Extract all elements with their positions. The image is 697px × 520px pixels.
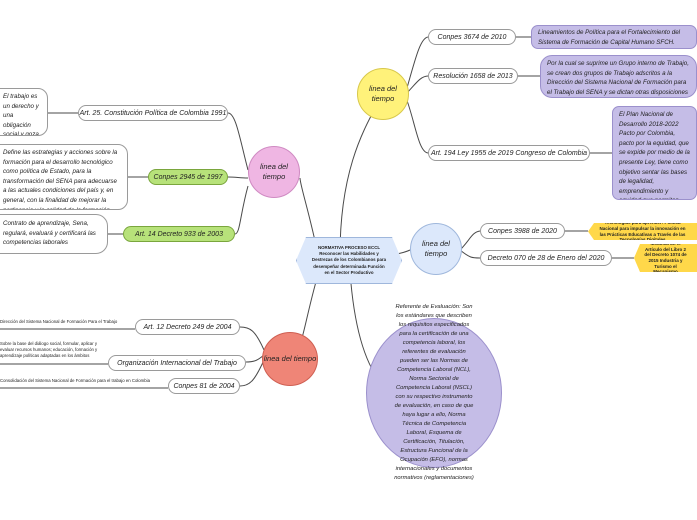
note-art-25-text: El trabajo es un derecho y una obligació… — [3, 93, 41, 136]
note-art-12-decreto-249: Dirección del Sistema Nacional de Formac… — [0, 319, 134, 328]
topic-conpes-2945[interactable]: Conpes 2945 de 1997 — [148, 169, 228, 185]
topic-art-14-label: Art. 14 Decreto 933 de 2003 — [135, 230, 223, 238]
note-decreto-070[interactable]: Modifica un el Artículo del Libro 2 del … — [634, 244, 697, 272]
note-art-25-constitucion[interactable]: El trabajo es un derecho y una obligació… — [0, 88, 48, 136]
topic-conpes-81[interactable]: Conpes 81 de 2004 — [168, 378, 240, 394]
topic-conpes-2945-label: Conpes 2945 de 1997 — [153, 173, 223, 181]
branch-mid-right-label: linea del tiempo — [422, 238, 450, 258]
note-conpes-81: Consolidación del Sistema Nacional de Fo… — [0, 378, 168, 387]
branch-mid-right[interactable]: linea del tiempo — [410, 223, 462, 275]
topic-art-12-decreto-249[interactable]: Art. 12 Decreto 249 de 2004 — [135, 319, 240, 335]
topic-resolucion-1658-label: Resolución 1658 de 2013 — [433, 72, 513, 80]
note-art-12-text: Dirección del Sistema Nacional de Formac… — [0, 319, 118, 324]
note-art-194-text: El Plan Nacional de Desarrollo 2018-2022… — [619, 111, 690, 199]
note-organizacion-internacional: Sobre la base del diálogo social, formul… — [0, 341, 106, 363]
note-art-14-text: Contrato de aprendizaje, Sena, regulará,… — [3, 220, 96, 247]
branch-left-top-label: linea del tiempo — [260, 161, 288, 181]
topic-art-25-constitucion[interactable]: Art. 25. Constitución Política de Colomb… — [78, 105, 228, 121]
topic-art-194-label: Art. 194 Ley 1955 de 2019 Congreso de Co… — [430, 149, 588, 157]
connector-lb-3 — [239, 359, 265, 387]
branch-top-right[interactable]: linea del tiempo — [357, 68, 409, 120]
central-topic-text: NORMATIVA PROCESO ECCL Reconocer las Hab… — [311, 244, 387, 276]
note-resolucion-1658-text: Por la cual se suprime un Grupo interno … — [547, 60, 689, 96]
connector-lt-3 — [234, 185, 249, 235]
connector-lt-1 — [227, 112, 249, 171]
topic-conpes-3988[interactable]: Conpes 3988 de 2020 — [480, 223, 565, 239]
topic-decreto-070-label: Decreto 070 de 28 de Enero del 2020 — [487, 254, 605, 262]
topic-conpes-3674-label: Conpes 3674 de 2010 — [437, 33, 507, 41]
topic-art-14-decreto-933[interactable]: Art. 14 Decreto 933 de 2003 — [123, 226, 235, 242]
note-decreto-070-text: Modifica un el Artículo del Libro 2 del … — [644, 241, 687, 275]
connector-tr-1 — [404, 36, 429, 96]
branch-left-top[interactable]: linea del tiempo — [248, 146, 300, 198]
referente-evaluacion-text: Referente de Evaluación: Son los estánda… — [394, 304, 474, 481]
topic-resolucion-1658[interactable]: Resolución 1658 de 2013 — [428, 68, 518, 84]
topic-conpes-3988-label: Conpes 3988 de 2020 — [488, 227, 557, 235]
connector-tr-3 — [404, 94, 429, 154]
branch-left-bottom[interactable]: linea del tiempo — [262, 332, 318, 386]
note-oit-text: Sobre la base del diálogo social, formul… — [0, 341, 98, 358]
topic-organizacion-internacional[interactable]: Organización Internacional del Trabajo — [108, 355, 246, 371]
note-conpes-3988[interactable]: Tecnologías para aprender: Política Naci… — [588, 223, 697, 240]
connector-mr-2 — [459, 249, 481, 259]
topic-art-25-label: Art. 25. Constitución Política de Colomb… — [79, 109, 227, 117]
topic-conpes-81-label: Conpes 81 de 2004 — [173, 382, 235, 390]
note-art-194-ley-1955[interactable]: El Plan Nacional de Desarrollo 2018-2022… — [612, 106, 697, 200]
note-conpes-2945-text: Define las estrategias y acciones sobre … — [3, 149, 118, 209]
connector-mr-1 — [459, 230, 481, 251]
central-topic[interactable]: NORMATIVA PROCESO ECCL Reconocer las Hab… — [296, 237, 402, 284]
topic-art-12-label: Art. 12 Decreto 249 de 2004 — [143, 323, 232, 331]
connector-lt-2 — [227, 176, 249, 179]
topic-conpes-3674[interactable]: Conpes 3674 de 2010 — [428, 29, 516, 45]
note-resolucion-1658[interactable]: Por la cual se suprime un Grupo interno … — [540, 55, 697, 98]
branch-top-right-label: linea del tiempo — [369, 83, 397, 103]
note-conpes-3674[interactable]: Lineamientos de Política para el Fortale… — [531, 25, 697, 49]
topic-decreto-070[interactable]: Decreto 070 de 28 de Enero del 2020 — [480, 250, 612, 266]
topic-oit-label: Organización Internacional del Trabajo — [117, 359, 237, 367]
note-art-14-decreto-933[interactable]: Contrato de aprendizaje, Sena, regulará,… — [0, 214, 108, 254]
note-conpes-81-text: Consolidación del Sistema Nacional de Fo… — [0, 378, 150, 383]
connector-lb-1 — [239, 326, 265, 351]
note-conpes-3674-text: Lineamientos de Política para el Fortale… — [538, 29, 681, 46]
note-conpes-2945[interactable]: Define las estrategias y acciones sobre … — [0, 144, 128, 210]
topic-art-194-ley-1955[interactable]: Art. 194 Ley 1955 de 2019 Congreso de Co… — [428, 145, 590, 161]
note-conpes-3988-text: Tecnologías para aprender: Política Naci… — [599, 220, 686, 243]
branch-referente-evaluacion[interactable]: Referente de Evaluación: Son los estánda… — [366, 304, 502, 481]
branch-left-bottom-label: linea del tiempo — [263, 353, 317, 363]
